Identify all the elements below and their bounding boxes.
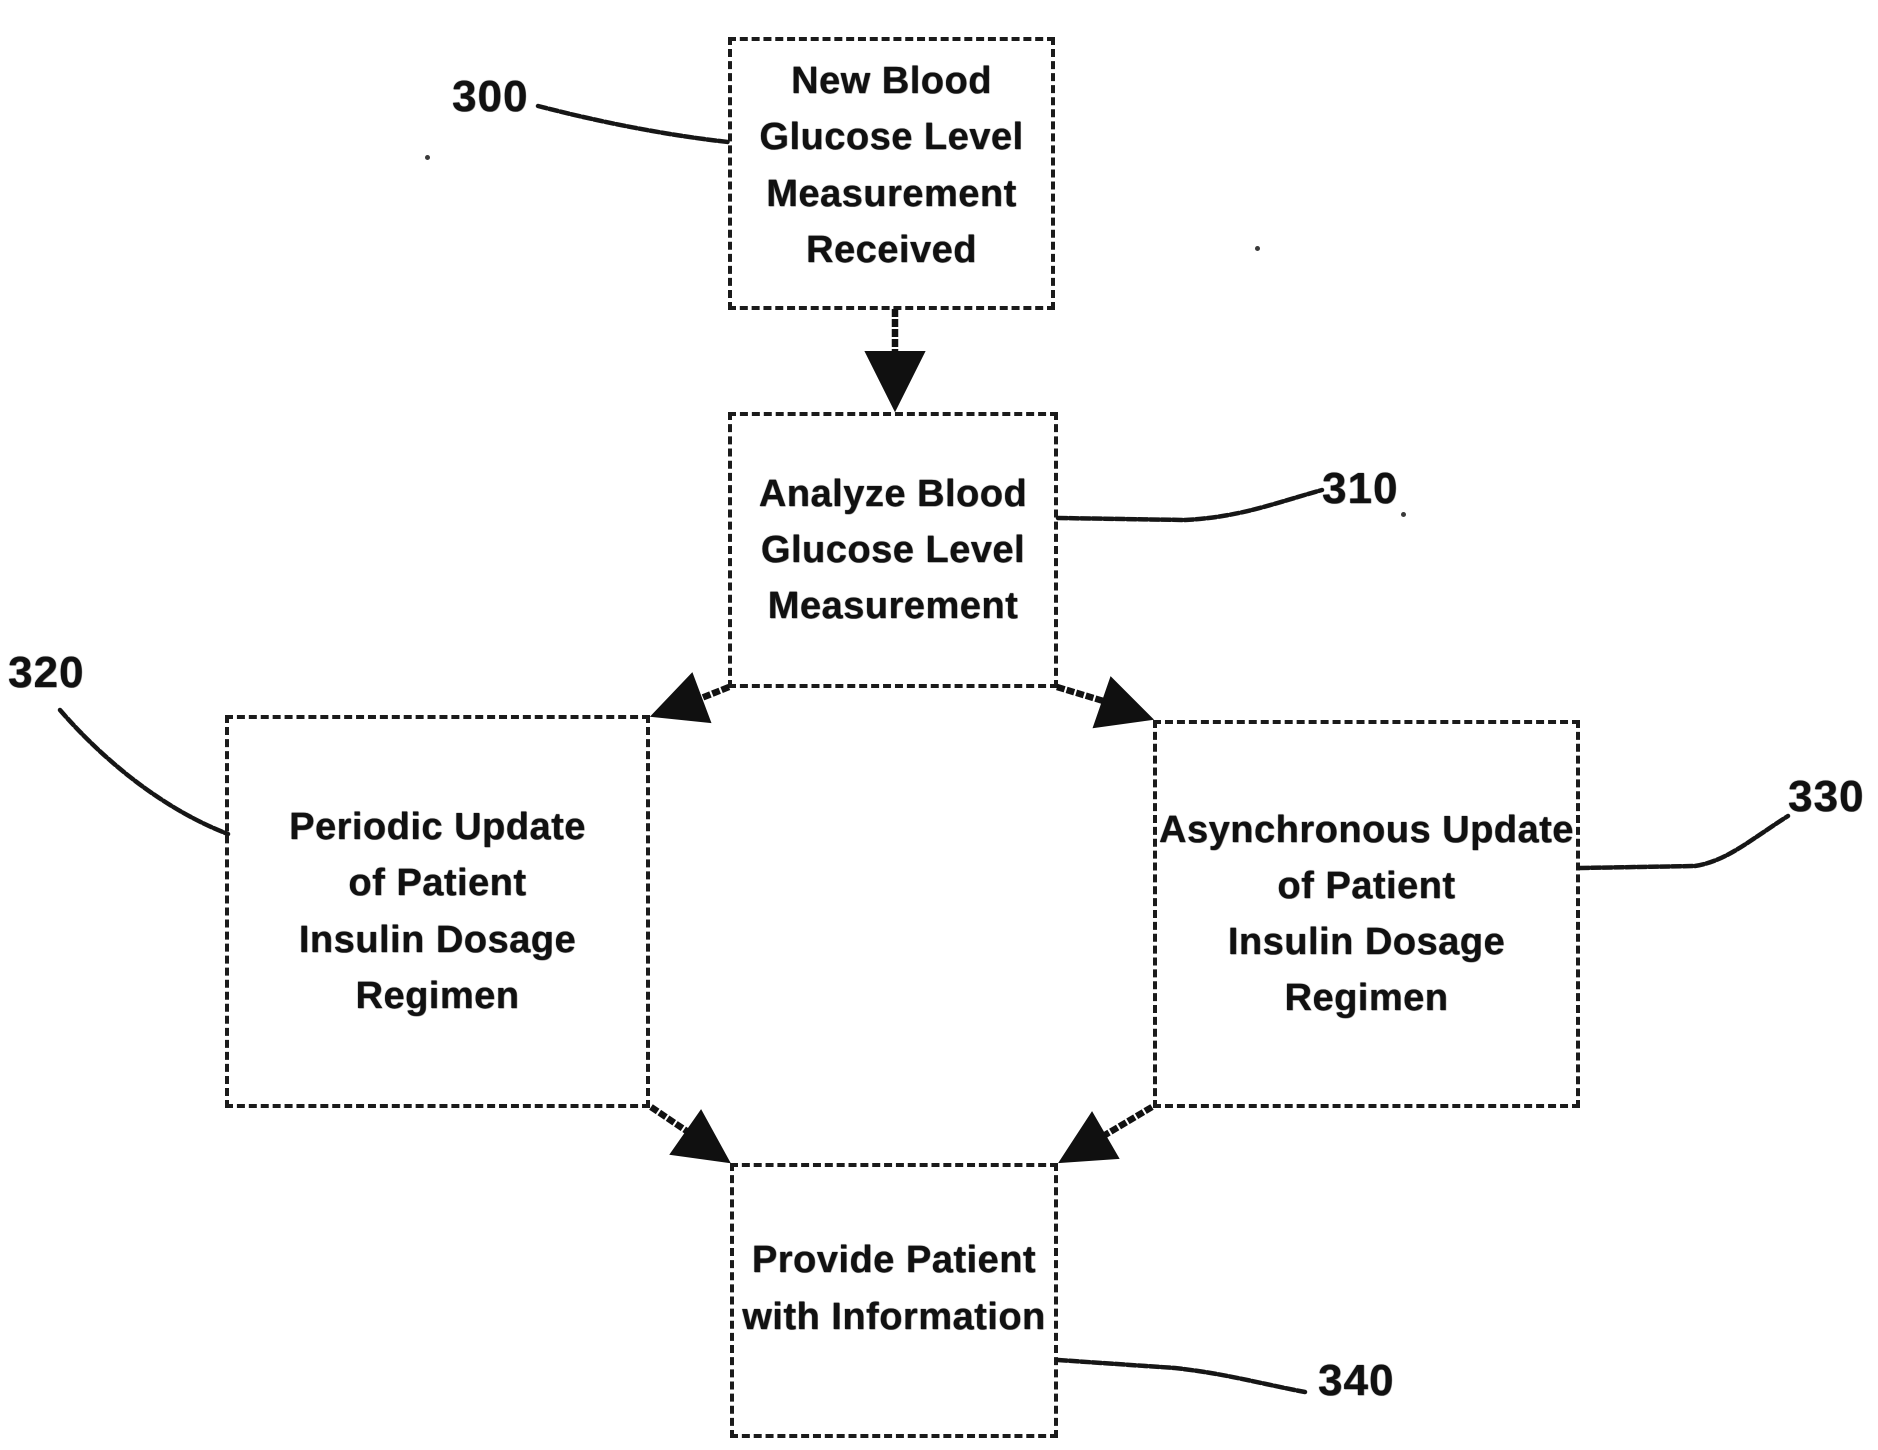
flow-box-label: Provide Patient with Information [742,1239,1046,1338]
arrow-320-to-340-shaft [649,1104,696,1139]
arrow-330-to-340-head [1058,1111,1120,1164]
arrow-330-to-340-shaft [1098,1104,1154,1141]
arrow-300-to-310-head [864,351,926,413]
flow-box-analyze-measurement: Analyze Blood Glucose Level Measurement [728,412,1058,688]
flow-box-asynchronous-update: Asynchronous Update of Patient Insulin D… [1153,720,1580,1108]
arrow-320-to-340-head [669,1109,731,1164]
reference-numeral-310: 310 [1322,464,1399,513]
arrow-310-to-330-head [1092,676,1155,729]
leader-line-330 [1577,813,1791,871]
flow-box-label: Analyze Blood Glucose Level Measurement [758,472,1028,628]
leader-line-320 [57,707,231,837]
scan-speck [425,155,430,160]
reference-numeral-320: 320 [8,648,85,697]
flow-box-new-measurement-received: New Blood Glucose Level Measurement Rece… [728,37,1055,310]
flow-box-label: Asynchronous Update of Patient Insulin D… [1159,808,1574,1020]
arrow-310-to-330-shaft [1056,683,1111,707]
scan-speck [1255,246,1260,251]
reference-numeral-340: 340 [1318,1356,1395,1405]
reference-numeral-300: 300 [452,72,529,121]
leader-line-310 [1055,487,1325,523]
flow-box-label: New Blood Glucose Level Measurement Rece… [759,60,1024,271]
scan-speck [1401,512,1406,517]
arrow-310-to-320-head [649,672,712,724]
reference-numeral-330: 330 [1788,772,1865,821]
flow-box-periodic-update: Periodic Update of Patient Insulin Dosag… [225,715,650,1108]
flow-box-label: Periodic Update of Patient Insulin Dosag… [289,806,586,1017]
leader-line-340 [1055,1357,1308,1395]
flow-box-provide-information: Provide Patient with Information [730,1163,1058,1438]
leader-line-300 [535,103,731,145]
arrow-310-to-320-shaft [697,683,731,703]
